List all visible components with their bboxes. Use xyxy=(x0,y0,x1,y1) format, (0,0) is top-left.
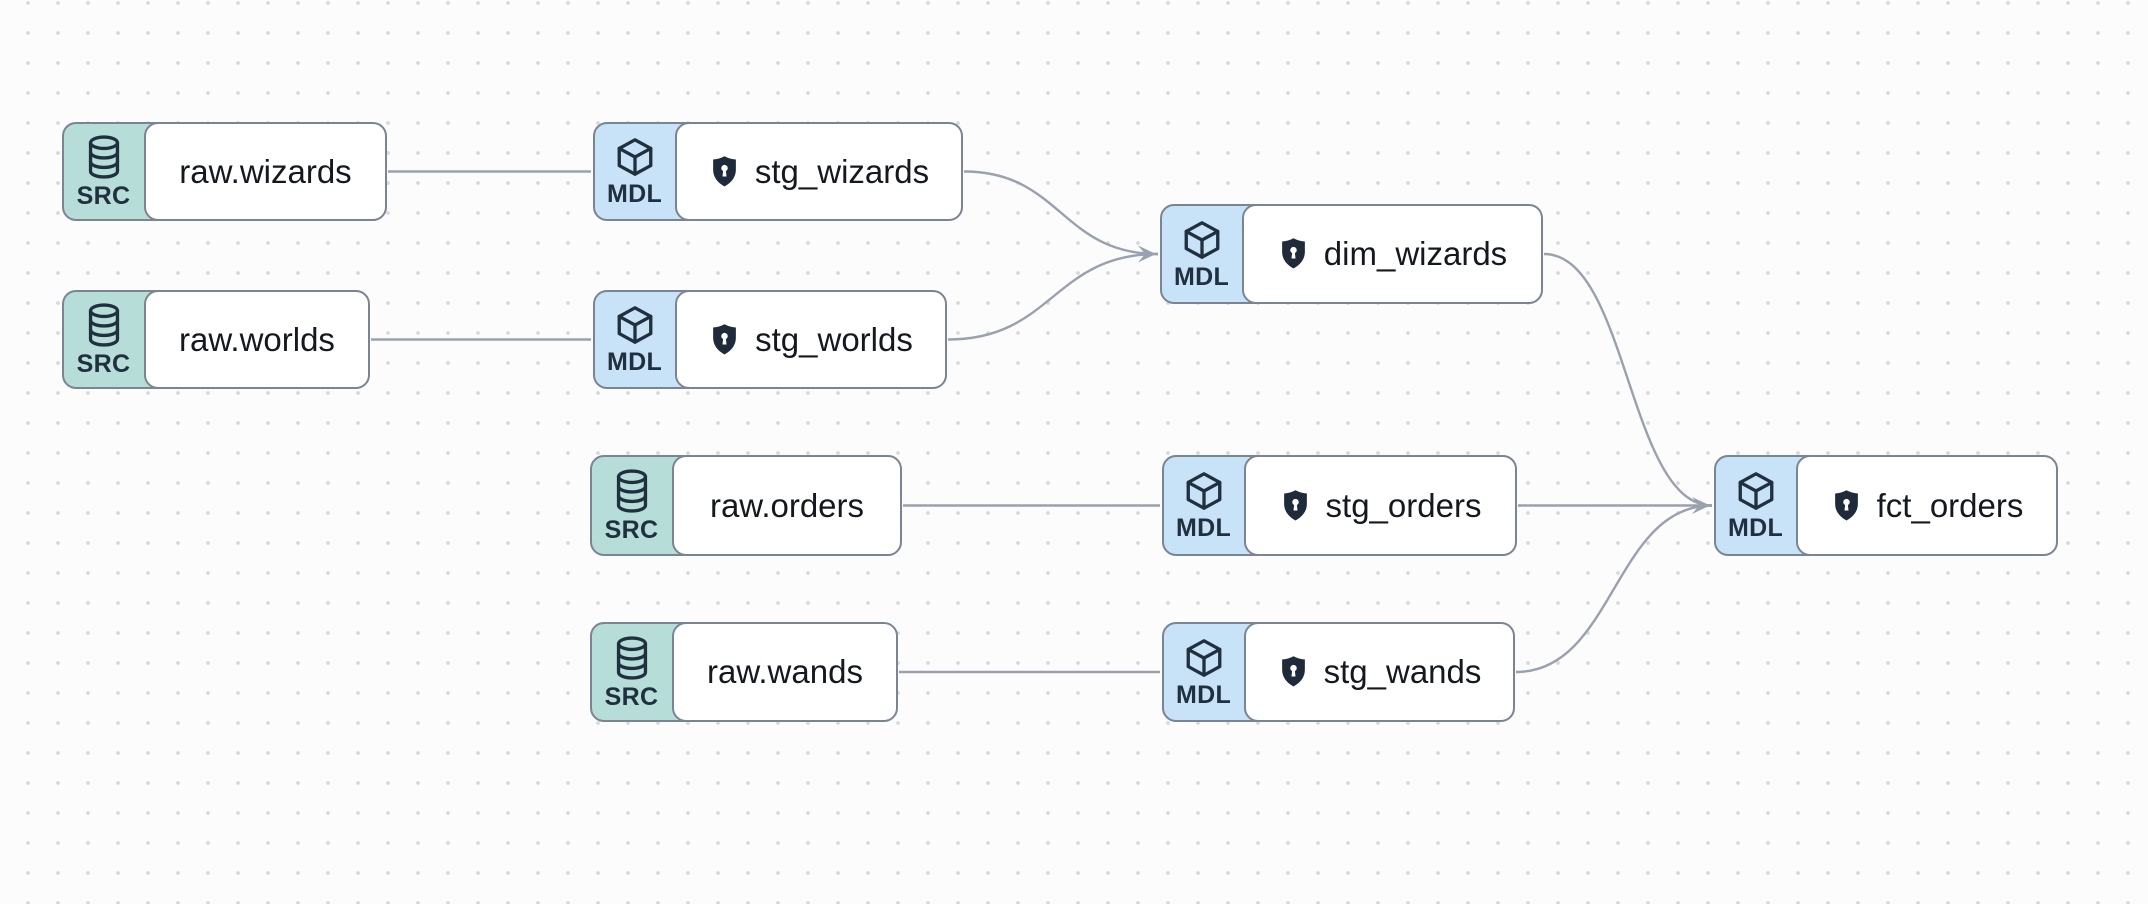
node-type-badge: SRC xyxy=(590,622,686,722)
node-type-badge: SRC xyxy=(590,455,686,556)
edge-stg_wizards-dim_wizards xyxy=(963,170,1159,256)
cube-icon xyxy=(1735,470,1777,512)
node-name: stg_worlds xyxy=(755,320,913,358)
node-body: stg_worlds xyxy=(675,290,947,389)
edge-dim_wizards-fct_orders xyxy=(1543,252,1713,507)
node-kind-label: MDL xyxy=(606,348,663,376)
node-kind-label: MDL xyxy=(1173,262,1230,291)
node-body: stg_orders xyxy=(1244,455,1517,556)
edge-stg_worlds-dim_wizards xyxy=(947,252,1159,341)
node-name: raw.wands xyxy=(707,653,863,690)
node-raw_worlds[interactable]: SRC raw.worlds xyxy=(62,290,370,389)
node-stg_orders[interactable]: MDL stg_orders xyxy=(1162,455,1517,556)
node-name: raw.worlds xyxy=(179,320,335,358)
cube-icon xyxy=(614,304,656,346)
database-icon xyxy=(613,468,651,514)
node-body: stg_wands xyxy=(1244,622,1515,722)
node-type-badge: MDL xyxy=(593,122,689,221)
shield-icon xyxy=(1278,237,1309,271)
node-name: raw.orders xyxy=(709,486,865,524)
cube-icon xyxy=(1183,637,1225,679)
edge-stg_wands-fct_orders xyxy=(1515,504,1713,674)
node-raw_wands[interactable]: SRC raw.wands xyxy=(590,622,898,722)
node-fct_orders[interactable]: MDL fct_orders xyxy=(1714,455,2058,556)
node-type-badge: MDL xyxy=(1714,455,1810,556)
shield-icon xyxy=(1278,655,1309,689)
node-dim_wizards[interactable]: MDL dim_wizards xyxy=(1160,204,1543,304)
node-kind-label: SRC xyxy=(76,182,131,210)
node-name: stg_wizards xyxy=(754,152,930,190)
cube-icon xyxy=(614,136,656,178)
node-raw_wizards[interactable]: SRC raw.wizards xyxy=(62,122,387,221)
shield-icon xyxy=(1831,489,1862,523)
node-name: stg_orders xyxy=(1325,486,1482,524)
node-name: stg_wands xyxy=(1323,653,1482,690)
node-kind-label: SRC xyxy=(604,516,659,544)
shield-icon xyxy=(709,323,740,357)
database-icon xyxy=(85,134,123,180)
node-type-badge: SRC xyxy=(62,122,158,221)
merge-arrow-icon xyxy=(1138,245,1156,263)
node-type-badge: MDL xyxy=(1162,622,1258,722)
node-body: fct_orders xyxy=(1796,455,2058,556)
node-stg_wands[interactable]: MDL stg_wands xyxy=(1162,622,1515,722)
node-name: raw.wizards xyxy=(179,152,352,190)
shield-icon xyxy=(1280,489,1311,523)
node-body: dim_wizards xyxy=(1242,204,1543,304)
node-body: raw.worlds xyxy=(144,290,370,389)
node-type-badge: MDL xyxy=(1160,204,1256,304)
node-kind-label: MDL xyxy=(606,180,663,208)
node-type-badge: MDL xyxy=(593,290,689,389)
node-kind-label: MDL xyxy=(1727,514,1784,542)
node-name: fct_orders xyxy=(1876,486,2024,524)
shield-icon xyxy=(709,155,740,189)
node-stg_worlds[interactable]: MDL stg_worlds xyxy=(593,290,947,389)
node-name: dim_wizards xyxy=(1323,235,1508,272)
node-kind-label: MDL xyxy=(1175,514,1232,542)
merge-arrow-icon xyxy=(1692,497,1710,514)
node-body: raw.orders xyxy=(672,455,902,556)
node-kind-label: SRC xyxy=(604,682,659,711)
database-icon xyxy=(85,302,123,348)
cube-icon xyxy=(1183,470,1225,512)
node-kind-label: MDL xyxy=(1175,680,1232,709)
node-stg_wizards[interactable]: MDL stg_wizards xyxy=(593,122,963,221)
node-kind-label: SRC xyxy=(76,350,131,378)
node-raw_orders[interactable]: SRC raw.orders xyxy=(590,455,902,556)
node-body: raw.wizards xyxy=(144,122,387,221)
cube-icon xyxy=(1181,219,1223,261)
node-body: raw.wands xyxy=(672,622,898,722)
node-type-badge: MDL xyxy=(1162,455,1258,556)
node-body: stg_wizards xyxy=(675,122,963,221)
database-icon xyxy=(613,635,651,681)
